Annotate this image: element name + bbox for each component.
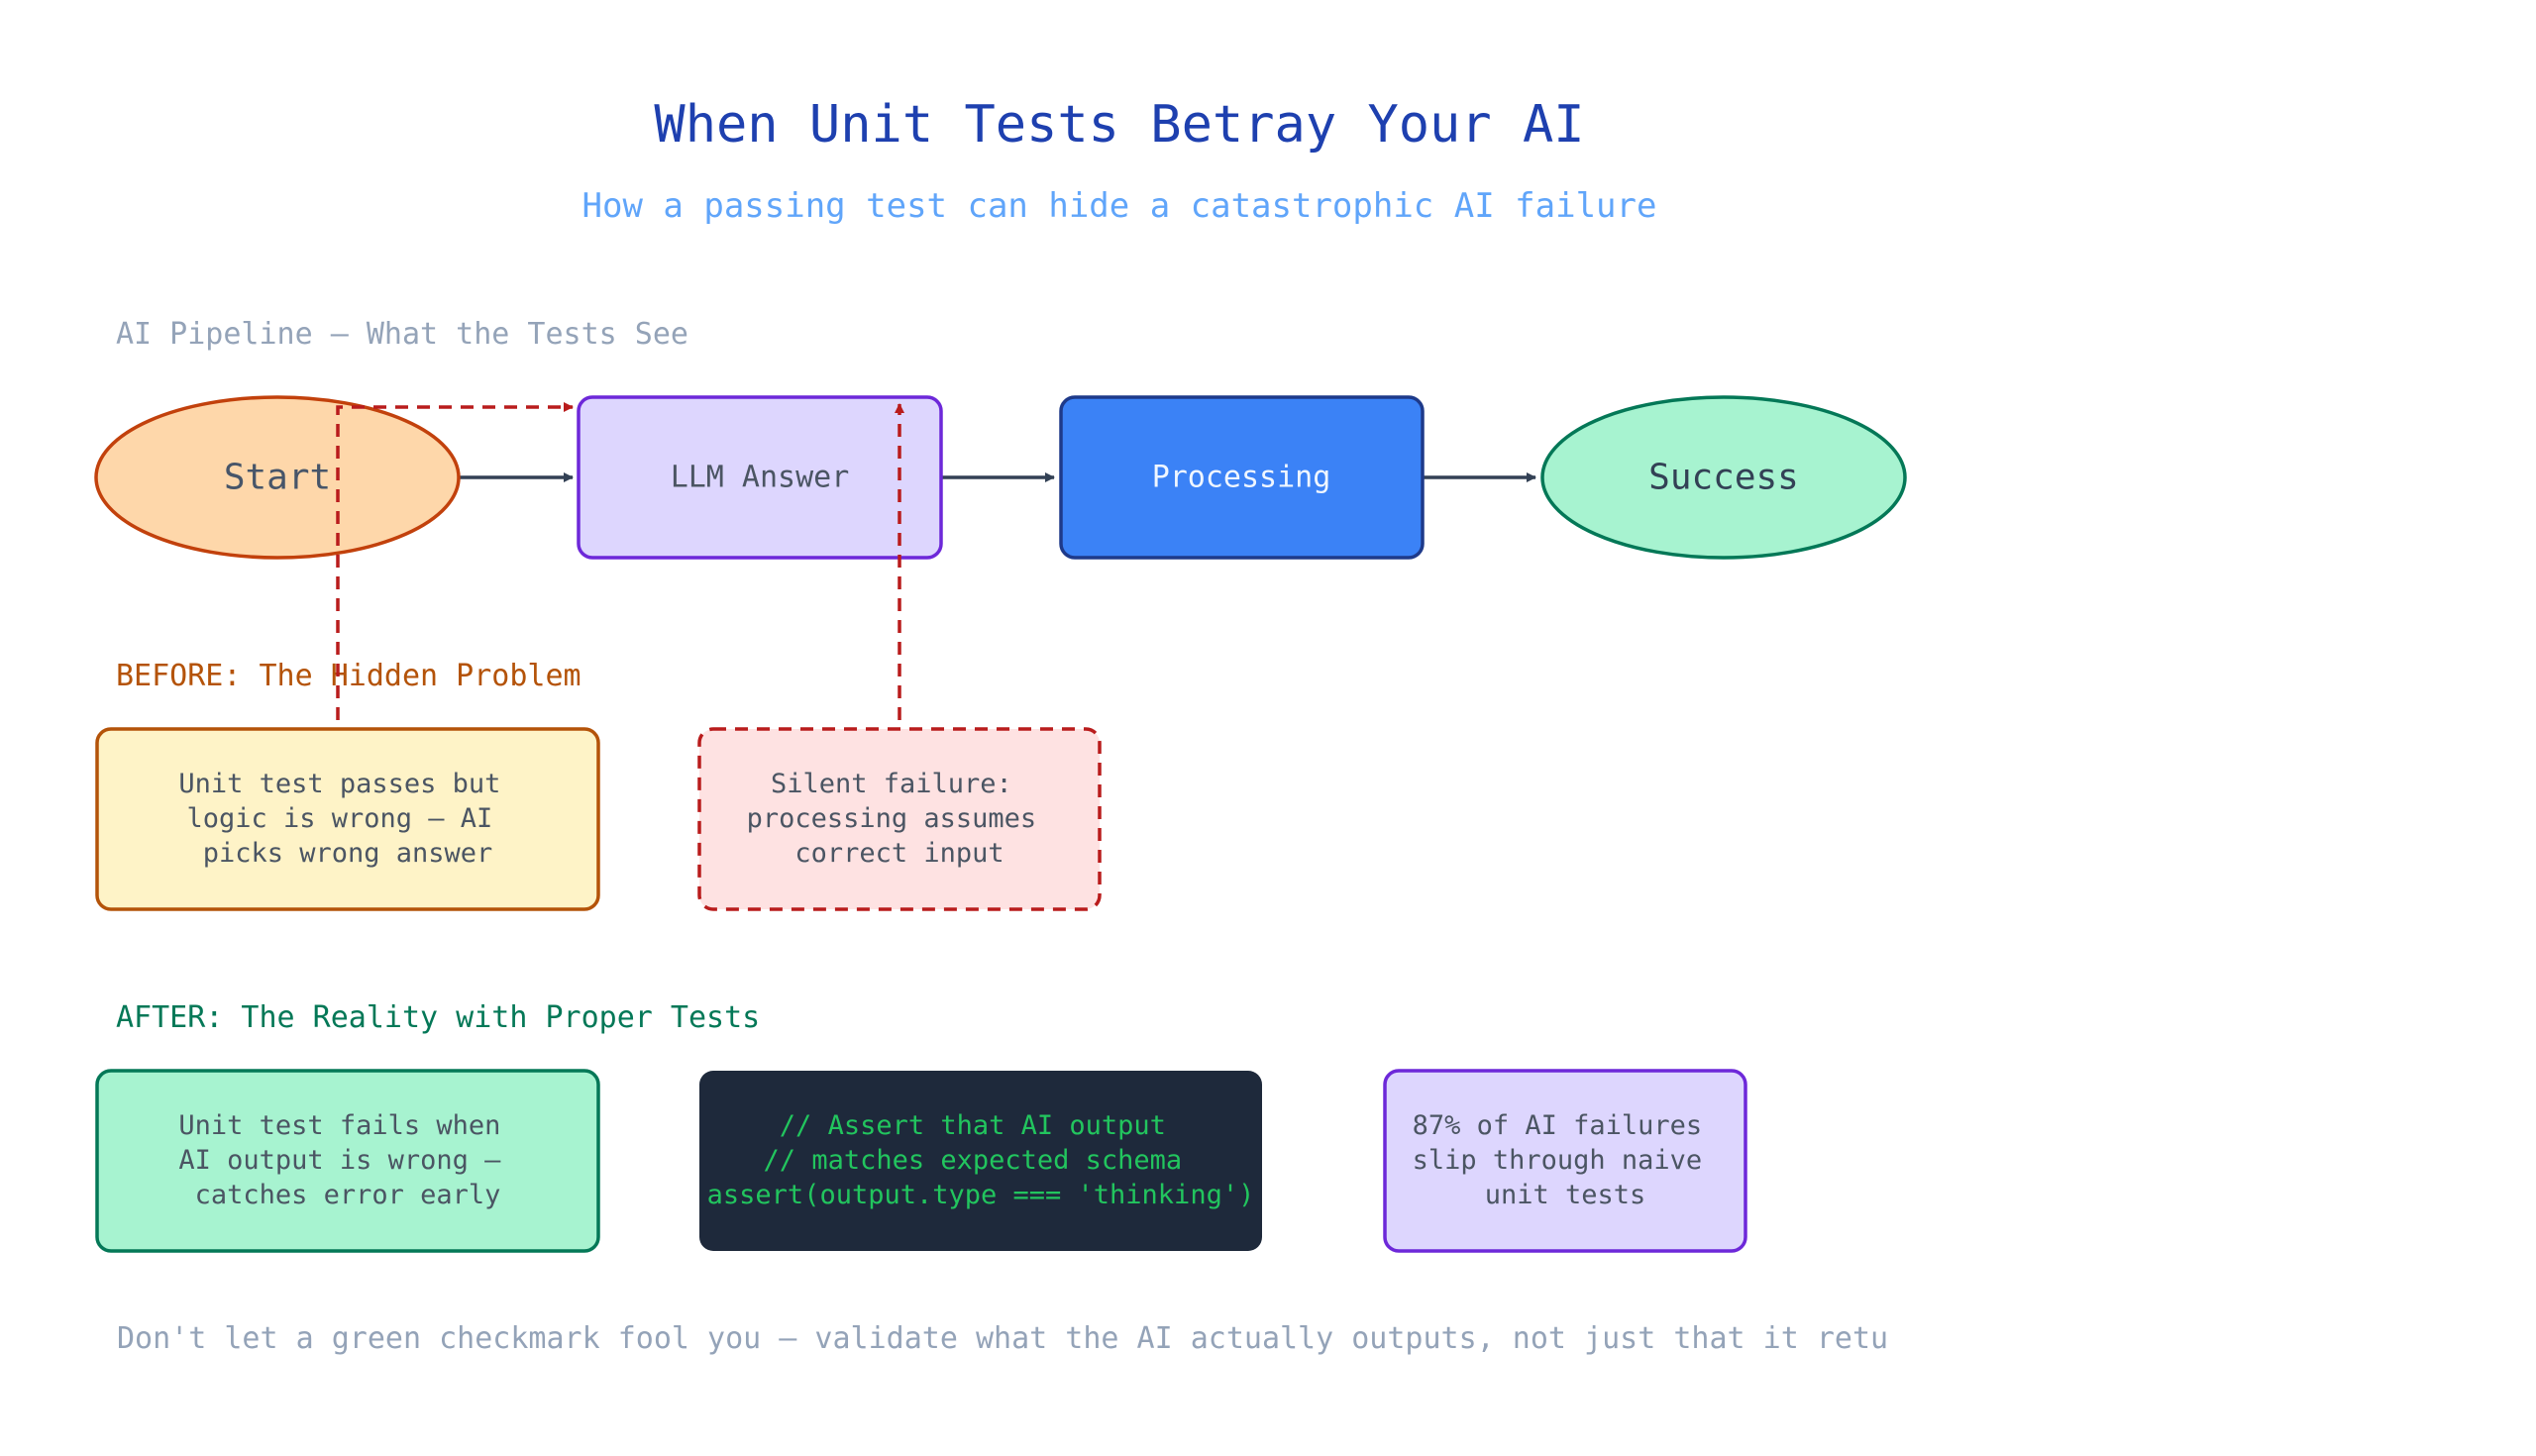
note-failure-stat-line: slip through naive [1413,1145,1703,1176]
code-snippet-line: assert(output.type === 'thinking') [707,1180,1255,1210]
note-failure-stat: 87% of AI failures slip through naive un… [1383,1069,1747,1253]
svg-text:// Assert that AI output: // Assert that AI output // matches expe… [707,1110,1255,1210]
svg-text:Unit test fails when AI: Unit test fails when AI output is wrong … [178,1110,516,1210]
note-silent-failure-line: correct input [794,838,1004,869]
note-unit-test-passes-line: Unit test passes but [178,769,500,799]
note-unit-test-passes-line: logic is wrong — AI [186,803,492,834]
svg-text:Silent failure: processi: Silent failure: processing assumes corre… [747,769,1053,869]
note-failure-stat-line: unit tests [1485,1180,1646,1210]
node-start-label: Start [224,458,331,498]
note-unit-test-fails-line: AI output is wrong — [178,1145,501,1176]
section-label-pipeline: AI Pipeline — What the Tests See [116,317,688,352]
footer-note: Don't let a green checkmark fool you — v… [117,1321,1888,1356]
node-processing-label: Processing [1152,461,1331,495]
section-label-before: BEFORE: The Hidden Problem [116,659,581,693]
note-failure-stat-line: 87% of AI failures [1413,1110,1703,1141]
code-snippet-line: // Assert that AI output [780,1110,1166,1141]
node-llm-answer: LLM Answer [577,395,943,560]
note-unit-test-passes-line: picks wrong answer [203,838,493,869]
svg-text:Unit test passes but log: Unit test passes but logic is wrong — AI… [178,769,516,869]
note-unit-test-fails: Unit test fails when AI output is wrong … [95,1069,600,1253]
note-silent-failure-line: Silent failure: [771,769,1012,799]
svg-text:87% of AI failures slip: 87% of AI failures slip through naive un… [1413,1110,1719,1210]
node-success-label: Success [1648,458,1799,498]
edge-unit-pass-to-llm [336,402,574,720]
section-label-after: AFTER: The Reality with Proper Tests [116,1000,760,1035]
note-unit-test-passes: Unit test passes but logic is wrong — AI… [95,727,600,911]
node-llm-answer-label: LLM Answer [671,461,850,495]
node-start: Start [94,395,461,560]
note-unit-test-fails-line: Unit test fails when [178,1110,500,1141]
note-silent-failure: Silent failure: processing assumes corre… [697,727,1102,911]
code-snippet-block: // Assert that AI output // matches expe… [699,1071,1262,1251]
diagram-subtitle: How a passing test can hide a catastroph… [582,186,1657,226]
diagram-title: When Unit Tests Betray Your AI [654,95,1584,155]
code-snippet-line: // matches expected schema [764,1145,1183,1176]
note-unit-test-fails-line: catches error early [195,1180,501,1210]
node-success: Success [1540,395,1907,560]
note-silent-failure-line: processing assumes [747,803,1037,834]
node-processing: Processing [1059,395,1425,560]
